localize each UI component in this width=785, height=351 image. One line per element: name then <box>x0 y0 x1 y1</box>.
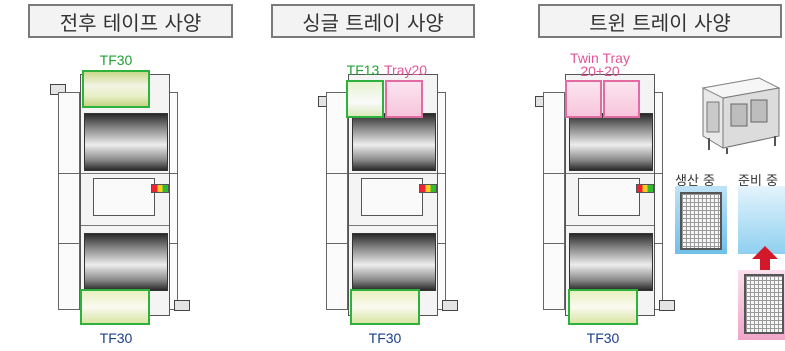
lower-roll <box>569 233 653 291</box>
upper-roll <box>84 113 168 171</box>
header-twin-tray: 트윈 트레이 사양 <box>538 4 782 38</box>
bolt-icon <box>442 300 458 311</box>
machine-side-left <box>543 92 565 310</box>
feeder-tf13 <box>346 80 384 118</box>
feeder-tf30-bottom <box>80 289 150 325</box>
machine-front-rear-tape <box>50 64 192 326</box>
producing-tray-icon <box>680 192 722 250</box>
signal-light-icon <box>151 184 169 193</box>
label-twin-tray-line1: Twin Tray <box>570 50 630 66</box>
signal-light-icon <box>636 184 654 193</box>
label-tf30-bottom: TF30 <box>586 330 620 346</box>
tray-stocker-machine-icon <box>701 77 781 154</box>
label-tray20: Tray20 <box>384 62 428 78</box>
label-tf30-bottom: TF30 <box>99 330 133 346</box>
label-tf13: TF13 <box>346 62 380 78</box>
label-twin-tray: Twin Tray 20+20 <box>562 50 638 79</box>
machine-side-left <box>58 92 80 310</box>
bolt-icon <box>659 300 675 311</box>
feeder-tf30-bottom <box>350 289 420 325</box>
machine-side-left <box>326 92 348 310</box>
twin-tray-feeder-left <box>565 80 602 118</box>
control-panel <box>361 178 423 216</box>
upper-roll <box>569 113 653 171</box>
next-tray-icon <box>744 274 784 334</box>
control-panel <box>578 178 640 216</box>
machine-body <box>80 74 170 316</box>
label-twin-tray-line2: 20+20 <box>580 63 620 79</box>
control-panel <box>93 178 155 216</box>
label-tf30-bottom: TF30 <box>368 330 402 346</box>
upper-roll <box>352 113 436 171</box>
lower-roll <box>84 233 168 291</box>
twin-tray-feeder-right <box>603 80 640 118</box>
feeder-tf30-bottom <box>568 289 638 325</box>
bolt-icon <box>174 300 190 311</box>
header-single-tray: 싱글 트레이 사양 <box>271 4 475 38</box>
arrow-up-icon <box>752 246 778 270</box>
label-producing: 생산 중 <box>675 174 716 189</box>
lower-roll <box>352 233 436 291</box>
label-preparing: 준비 중 <box>738 174 779 189</box>
preparing-tray-area <box>738 186 785 254</box>
label-tf30-top: TF30 <box>99 52 133 68</box>
tray-feeder-20 <box>385 80 423 118</box>
signal-light-icon <box>419 184 437 193</box>
header-front-rear-tape: 전후 테이프 사양 <box>28 4 233 38</box>
feeder-tf30-top <box>82 70 150 108</box>
